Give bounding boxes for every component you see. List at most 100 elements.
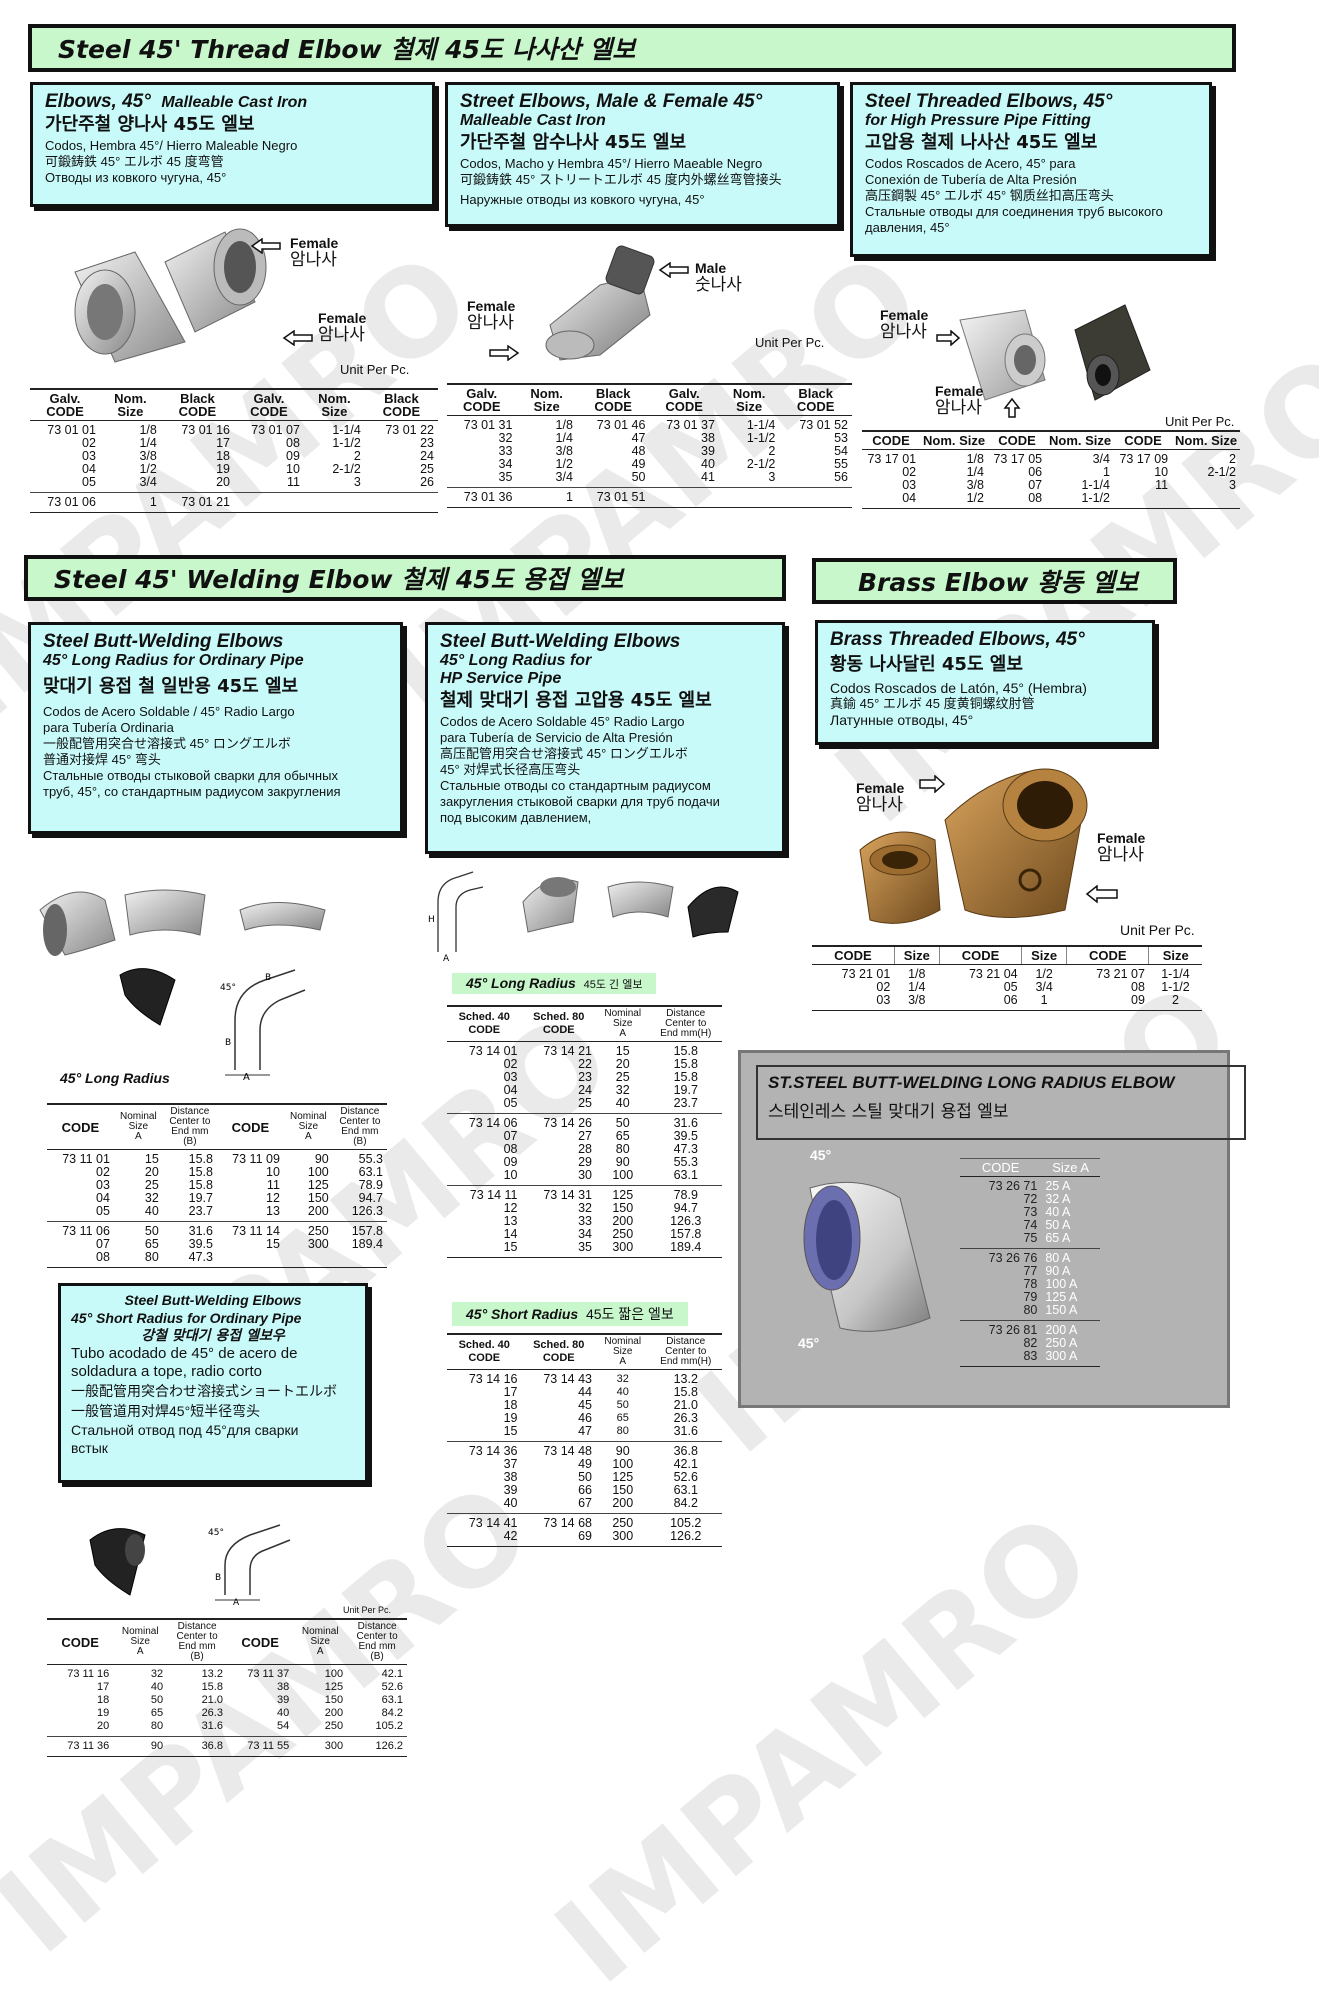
table-cell: 73 14 16 17 18 19 15 <box>447 1369 522 1442</box>
column-header: Black CODE <box>779 384 852 416</box>
table-header: CODE Size A <box>960 1158 1100 1177</box>
box-korean: 철제 맞대기 용접 고압용 45도 엘보 <box>440 690 712 711</box>
table-cell: 73 11 36 <box>47 1736 114 1757</box>
table-row: 73 11 36 90 36.8 73 11 55 300 126.2 <box>47 1736 407 1757</box>
table-cell: 13.2 15.8 21.0 26.3 31.6 <box>649 1369 722 1442</box>
table-row: 73 26 81 82 83 200 A 250 A 300 A <box>960 1320 1100 1367</box>
box-title: Street Elbows, Male & Female 45° <box>460 91 763 112</box>
column-header: Size <box>894 946 940 965</box>
table-cell: 42.1 52.6 63.1 84.2 105.2 <box>347 1664 407 1737</box>
table-header: Galv. CODE Nom. Size Black CODE Galv. CO… <box>447 384 852 416</box>
box-spanish: Codos de Acero Soldable 45° Radio Largo … <box>440 714 685 745</box>
table-cell: 100 125 150 200 250 <box>293 1664 348 1737</box>
column-header: Nom. Size <box>1046 431 1114 450</box>
column-header: Distance Center to End mm (B) <box>332 1104 387 1150</box>
table-cell: 73 26 81 82 83 <box>960 1320 1042 1367</box>
table-cell: 73 14 26 27 28 29 30 <box>521 1113 596 1186</box>
table-cell: 1-1/4 1-1/2 2 2-1/2 3 <box>718 415 780 488</box>
elbow-dimension-diagram: A 45° B B <box>220 969 306 1080</box>
table-cell <box>233 492 304 513</box>
table-cell: 73 14 36 37 38 39 40 <box>447 1441 522 1514</box>
table-cell: 1-1/4 1-1/2 2 2-1/2 3 <box>303 420 365 493</box>
table-cell: 15 20 25 32 40 <box>596 1041 650 1114</box>
table-cell: 2 2-1/2 3 <box>1172 449 1240 509</box>
table-cell: 73 21 07 08 09 <box>1066 964 1149 1011</box>
box-title: Steel Butt-Welding Elbows <box>440 631 681 652</box>
table-cell: 73 21 04 05 06 <box>939 964 1022 1011</box>
box-spanish: Codos Roscados de Latón, 45° (Hembra) <box>830 680 1087 696</box>
long-radius-hp-info-box: Steel Butt-Welding Elbows 45° Long Radiu… <box>425 622 785 854</box>
table-cell: 73 01 21 <box>160 492 234 513</box>
table-cell: 73 11 55 <box>226 1736 294 1757</box>
table-cell: 73 01 46 47 48 49 50 <box>576 415 650 488</box>
stainless-title: ST.STEEL BUTT-WELDING LONG RADIUS ELBOW <box>768 1073 1175 1092</box>
box-russian: Стальные отводы для соединения труб высо… <box>865 204 1163 235</box>
box-subtitle: 45° Long Radius for HP Service Pipe <box>440 652 592 687</box>
box-spanish: Tubo acodado de 45° de acero de soldadur… <box>71 1345 298 1380</box>
box-korean: 가단주철 양나사 45도 엘보 <box>45 114 255 135</box>
column-header: CODE <box>216 1104 284 1150</box>
box-title: Steel Threaded Elbows, 45° <box>865 91 1113 112</box>
table-row: 73 14 41 42 73 14 68 69 250 300 105.2 12… <box>447 1513 722 1547</box>
table-cell: 80 A 90 A 100 A 125 A 150 A <box>1041 1248 1100 1321</box>
table-cell: 73 11 16 17 18 19 20 <box>47 1664 114 1737</box>
table-cell <box>364 492 438 513</box>
table-cell: 73 14 43 44 45 46 47 <box>521 1369 596 1442</box>
unit-per-piece: Unit Per Pc. <box>1120 922 1195 938</box>
long-radius-ordinary-info-box: Steel Butt-Welding Elbows 45° Long Radiu… <box>28 622 403 834</box>
table-cell: 13.2 15.8 21.0 26.3 31.6 <box>167 1664 227 1737</box>
arrow-up-icon <box>1003 397 1021 418</box>
column-header: Size A <box>1041 1158 1100 1177</box>
svg-text:H: H <box>428 915 435 925</box>
table-cell: 31.6 39.5 47.3 55.3 63.1 <box>649 1113 722 1186</box>
table-cell: 73 01 07 08 09 10 11 <box>233 420 304 493</box>
stainless-elbow-table: CODE Size A 73 26 71 72 73 74 75 25 A 32… <box>960 1158 1100 1367</box>
table-row: 73 21 01 02 03 1/8 1/4 3/8 73 21 04 05 0… <box>812 964 1202 1011</box>
table-row: 73 01 31 32 33 34 35 1/8 1/4 3/8 1/2 3/4… <box>447 415 852 488</box>
table-cell: 73 11 37 38 39 40 54 <box>226 1664 294 1737</box>
svg-text:A: A <box>243 1072 250 1080</box>
column-header: CODE <box>47 1104 114 1150</box>
column-header: Galv. CODE <box>30 389 100 421</box>
stainless-elbow-header: ST.STEEL BUTT-WELDING LONG RADIUS ELBOW … <box>756 1065 1246 1140</box>
table-cell: 1/8 1/4 3/8 1/2 3/4 <box>99 420 161 493</box>
unit-per-piece: Unit Per Pc. <box>1165 414 1235 429</box>
arrow-left-icon <box>1085 885 1118 903</box>
svg-text:B: B <box>215 1573 221 1583</box>
table-row: 73 14 36 37 38 39 40 73 14 48 49 50 66 6… <box>447 1441 722 1514</box>
column-header: Nominal Size A <box>283 1104 333 1150</box>
table-cell: 73 01 01 02 03 04 05 <box>30 420 100 493</box>
table-cell: 90 100 125 150 200 <box>596 1441 650 1514</box>
street-elbow-info-box: Street Elbows, Male & Female 45° Malleab… <box>445 82 840 227</box>
table-cell: 50 65 80 <box>113 1221 163 1268</box>
svg-text:45°: 45° <box>220 983 236 993</box>
column-header: Distance Center to End mm (B) <box>167 1619 227 1665</box>
thread-elbow-banner: Steel 45' Thread Elbow 철제 45도 나사산 엘보 <box>28 24 1236 72</box>
long-radius-subheading: 45° Long Radius 45도 긴 엘보 <box>452 973 657 994</box>
column-header: Nom. Size <box>516 384 577 416</box>
short-radius-elbow-image <box>89 1528 146 1596</box>
column-header: Nom. Size <box>303 389 365 421</box>
table-cell: 73 14 06 07 08 09 10 <box>447 1113 522 1186</box>
table-cell: 73 01 16 17 18 19 20 <box>160 420 234 493</box>
box-japanese: 真鍮 45° エルボ 45 度黄铜螺纹肘管 <box>830 696 1035 711</box>
unit-per-piece: Unit Per Pc. <box>340 362 410 377</box>
table-row: 73 01 36 1 73 01 51 <box>447 487 852 508</box>
box-japanese: 可鍛鋳鉄 45° ストリートエルボ 45 度内外螺丝弯管接头 <box>460 172 782 187</box>
column-header: Nominal Size A <box>596 1006 650 1042</box>
column-header: Nominal Size A <box>113 1619 168 1665</box>
table-cell <box>779 487 852 508</box>
stainless-korean: 스테인레스 스틸 맞대기 용접 엘보 <box>768 1102 1009 1122</box>
box-russian: Стальной отвод под 45°для сварки встык <box>71 1422 299 1456</box>
table-cell: 73 11 06 07 08 <box>47 1221 114 1268</box>
column-header: Distance Center to End mm (B) <box>162 1104 217 1150</box>
box-korean: 맞대기 용접 철 일반용 45도 엘보 <box>43 676 299 697</box>
table-cell: 36.8 42.1 52.6 63.1 84.2 <box>649 1441 722 1514</box>
column-header: Galv. CODE <box>649 384 719 416</box>
table-cell: 157.8 189.4 <box>332 1221 387 1268</box>
column-header: Sched. 40 CODE <box>447 1006 522 1042</box>
table-cell: 73 14 48 49 50 66 67 <box>521 1441 596 1514</box>
table-cell: 73 11 01 02 03 04 05 <box>47 1149 114 1222</box>
table-cell: 32 40 50 65 80 <box>113 1664 168 1737</box>
table-cell: 73 01 37 38 39 40 41 <box>649 415 719 488</box>
